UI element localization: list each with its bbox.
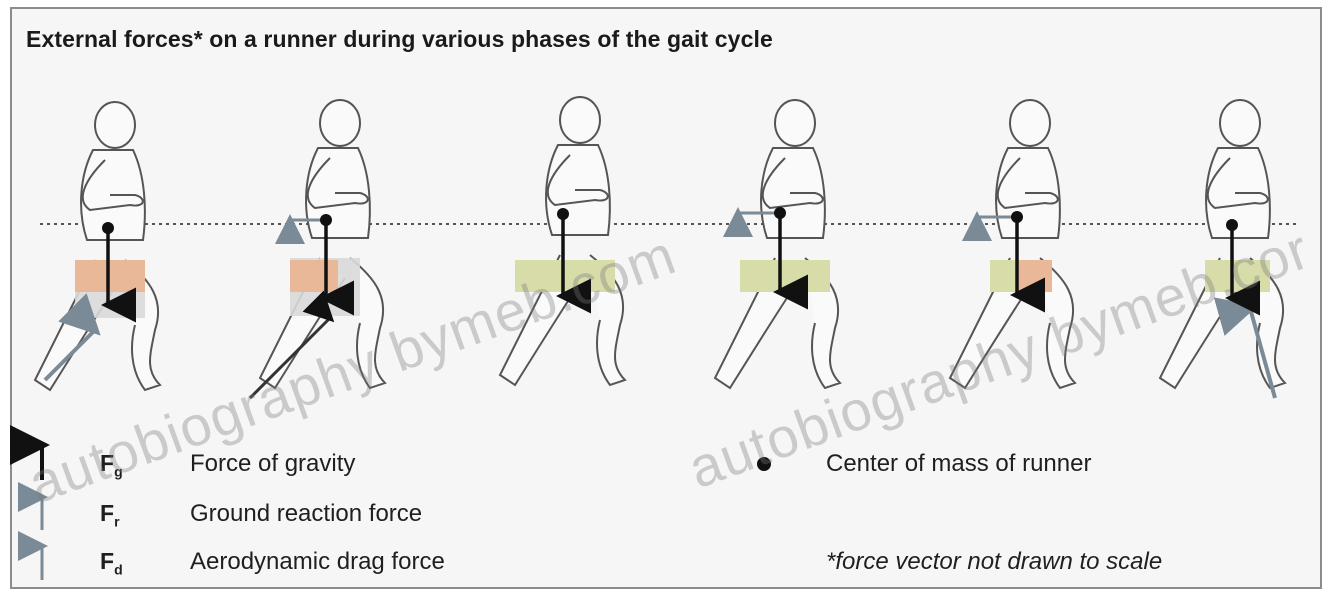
com-dot-6 <box>1226 219 1238 231</box>
com-dot-5 <box>1011 211 1023 223</box>
legend-label-center-of-mass: Center of mass of runner <box>826 450 1091 478</box>
footnote: *force vector not drawn to scale <box>826 548 1162 576</box>
com-dot-1 <box>102 222 114 234</box>
com-dot-3 <box>557 208 569 220</box>
legend-symbol-reaction: Fr <box>100 500 120 530</box>
runner-1 <box>35 102 160 390</box>
legend-symbol-drag: Fd <box>100 548 123 578</box>
runner-4 <box>715 100 840 388</box>
com-dot-2 <box>320 214 332 226</box>
legend-label-drag: Aerodynamic drag force <box>190 548 445 576</box>
com-dot-4 <box>774 207 786 219</box>
legend-label-reaction: Ground reaction force <box>190 500 422 528</box>
legend-label-gravity: Force of gravity <box>190 450 355 478</box>
